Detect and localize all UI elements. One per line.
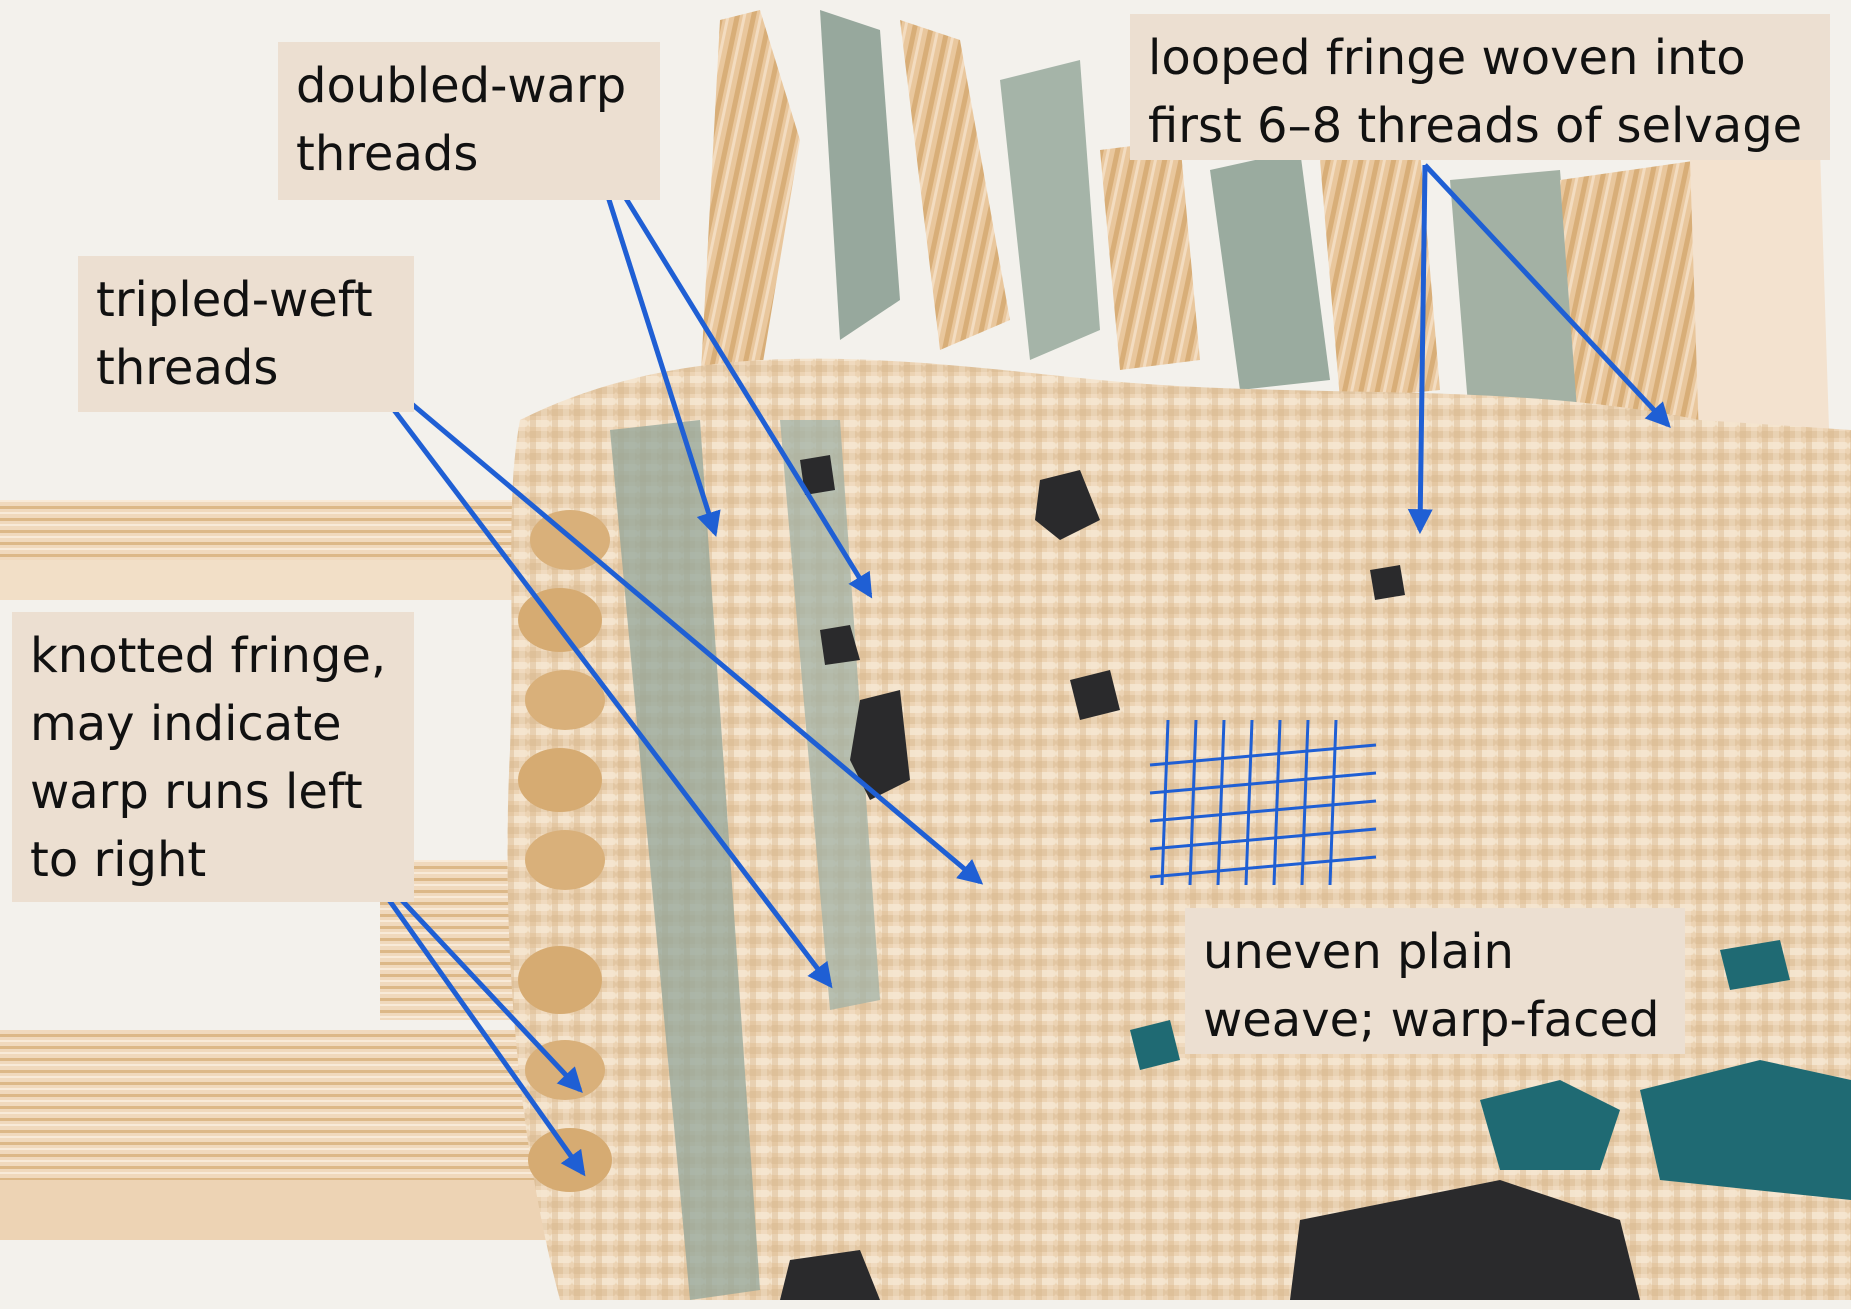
label-knotted-fringe: knotted fringe, may indicate warp runs l… <box>12 612 414 902</box>
arrow-doubled-warp-2 <box>587 138 873 599</box>
arrow-looped-fringe-2 <box>1423 163 1671 429</box>
left-fringe <box>0 500 600 1240</box>
arrow-tripled-weft-1 <box>348 350 984 885</box>
green-thread-band <box>610 420 880 1300</box>
dark-stains <box>780 455 1640 1300</box>
top-fringe <box>700 10 1830 470</box>
arrow-doubled-warp-1 <box>587 139 721 537</box>
label-tripled-weft: tripled-weft threads <box>78 256 414 412</box>
arrow-looped-fringe-1 <box>1407 164 1433 535</box>
label-looped-fringe: looped fringe woven into first 6–8 threa… <box>1130 14 1830 160</box>
weave-grid-diagram <box>1149 719 1377 886</box>
label-doubled-warp: doubled-warp threads <box>278 42 660 200</box>
label-uneven-weave: uneven plain weave; warp-faced <box>1185 908 1685 1054</box>
teal-stains <box>1130 940 1851 1200</box>
arrow-tripled-weft-2 <box>348 350 833 989</box>
